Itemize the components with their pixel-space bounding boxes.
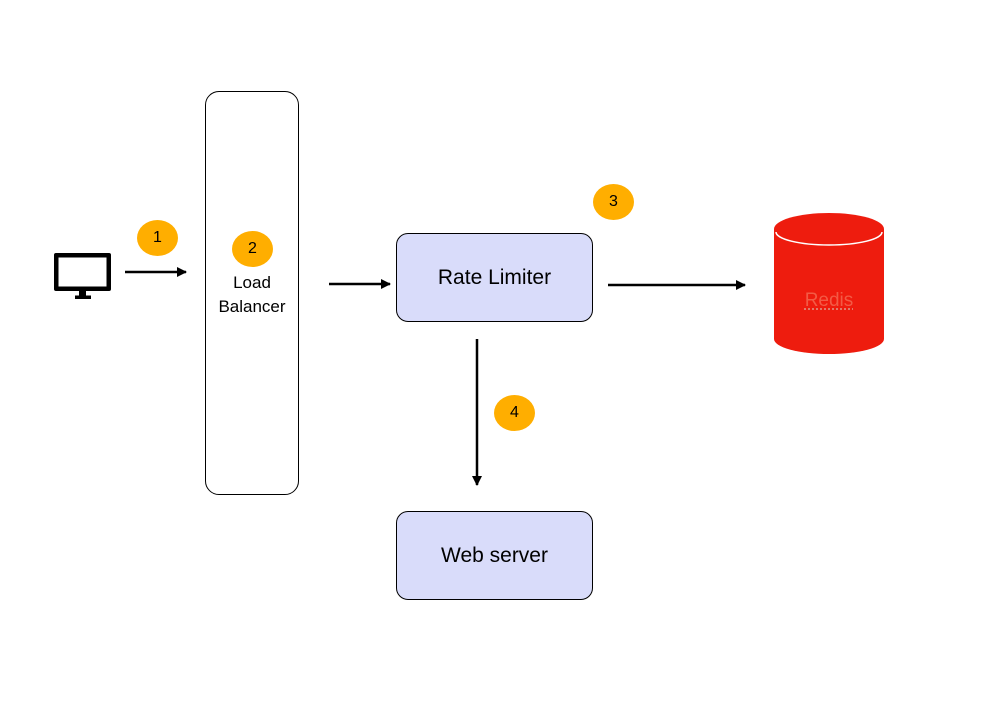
- web-server-label: Web server: [441, 543, 548, 567]
- load-balancer-label-line2: Balancer: [218, 297, 286, 316]
- rate-limiter-label: Rate Limiter: [437, 265, 552, 289]
- step-badge-4: 4: [494, 395, 535, 431]
- load-balancer-box: [205, 91, 299, 495]
- rate-limiter-box: Rate Limiter: [396, 233, 593, 322]
- database-cylinder-icon: [774, 213, 884, 354]
- redis-label: Redis: [804, 290, 854, 311]
- load-balancer-label-line1: Load: [233, 273, 271, 292]
- step-badge-1: 1: [137, 220, 178, 256]
- web-server-box: Web server: [396, 511, 593, 600]
- monitor-icon: [54, 253, 111, 299]
- step-badge-2: 2: [232, 231, 273, 267]
- step-badge-3: 3: [593, 184, 634, 220]
- load-balancer-label: Load Balancer: [205, 271, 299, 319]
